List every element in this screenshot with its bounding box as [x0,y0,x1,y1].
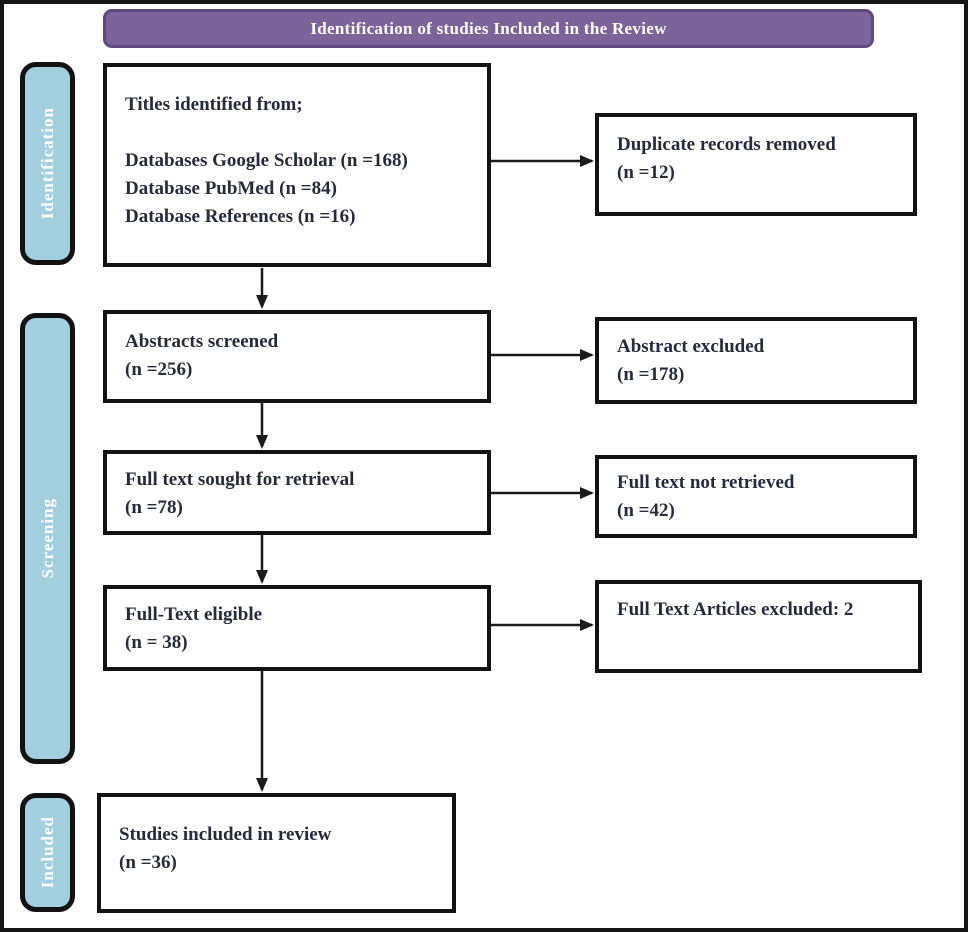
box-text-line: Full text not retrieved [617,472,795,493]
stage-label-identification: Identification [20,62,75,265]
box-text-line: (n = 38) [125,632,188,653]
box-text-line: Abstract excluded [617,336,765,357]
stage-label-text: Screening [37,498,57,579]
box-studies-included: Studies included in review (n =36) [97,793,456,913]
stage-label-included: Included [20,793,75,912]
box-text-line: Titles identified from; [125,94,303,115]
box-text-line: (n =12) [617,162,675,183]
box-text-line: (n =78) [125,497,183,518]
box-text-line: Studies included in review [119,824,332,845]
stage-label-screening: Screening [20,313,75,764]
box-text-line: Database References (n =16) [125,206,356,227]
box-text-line: (n =36) [119,852,177,873]
box-abstract-excluded: Abstract excluded (n =178) [595,317,917,404]
box-full-text-sought: Full text sought for retrieval (n =78) [103,450,491,535]
box-full-text-articles-excluded: Full Text Articles excluded: 2 [595,580,922,673]
box-titles-identified: Titles identified from; Databases Google… [103,63,491,267]
stage-label-text: Included [37,816,57,889]
box-text-line: Full Text Articles excluded: 2 [617,599,854,620]
box-text-line: (n =178) [617,364,685,385]
diagram-title: Identification of studies Included in th… [310,18,667,38]
box-text-line: (n =42) [617,500,675,521]
stage-label-text: Identification [37,107,57,220]
box-text-line: Database PubMed (n =84) [125,178,337,199]
box-text-line: (n =256) [125,359,193,380]
box-full-text-eligible: Full-Text eligible (n = 38) [103,585,491,671]
box-abstracts-screened: Abstracts screened (n =256) [103,310,491,403]
box-text-line [125,119,469,147]
box-text-line: Full text sought for retrieval [125,469,355,490]
box-text-line: Duplicate records removed [617,134,836,155]
box-duplicates-removed: Duplicate records removed (n =12) [595,113,917,216]
diagram-title-banner: Identification of studies Included in th… [103,9,874,48]
box-text-line: Abstracts screened [125,331,279,352]
box-text-line: Databases Google Scholar (n =168) [125,150,408,171]
box-full-text-not-retrieved: Full text not retrieved (n =42) [595,455,917,538]
box-text-line: Full-Text eligible [125,604,263,625]
